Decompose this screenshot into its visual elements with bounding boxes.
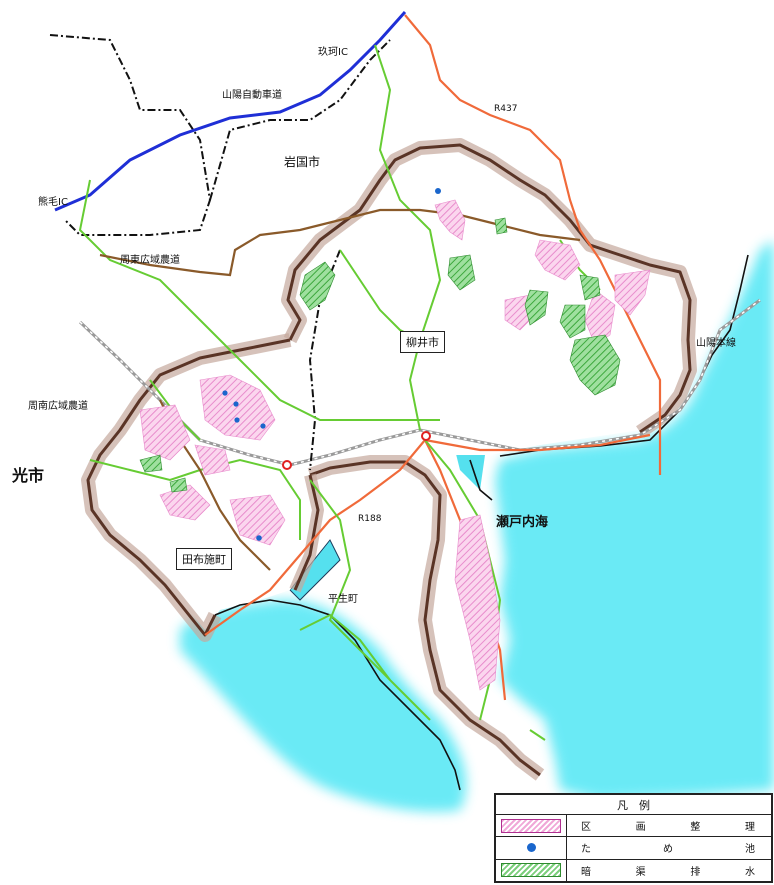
legend-char: 理 [744,822,755,834]
station-marker [282,460,292,470]
label-tabuse: 田布施町 [176,548,232,570]
legend-anky-haisui: 暗 渠 排 水 [566,858,772,883]
pond-dot [260,423,266,429]
station-markers [282,431,431,470]
legend-char: 排 [690,866,701,878]
legend-char: 渠 [635,866,646,878]
station-marker [421,431,431,441]
label-kumage-ic: 熊毛IC [38,195,68,208]
pond-dot [222,390,228,396]
label-kuga-ic: 玖珂IC [318,45,348,58]
kukaku-seiri-swatch [501,818,561,833]
label-hikari: 光市 [11,466,44,485]
legend-char: 池 [745,844,755,856]
pond-dot [233,401,239,407]
pond-dot [256,535,262,541]
legend-char: 画 [635,822,646,834]
tameike-dot-icon [526,842,536,852]
label-r437: R437 [494,104,517,114]
anky-haisui-areas [139,217,621,493]
legend-title: 凡 例 [495,794,772,815]
label-r188: R188 [358,514,382,524]
tameike-ponds [222,188,441,541]
anky-haisui-swatch [501,863,561,878]
legend-char: 暗 [581,866,591,878]
legend-char: 区 [581,822,591,834]
label-yanai: 柳井市 [400,331,445,353]
legend-char: た [581,844,591,856]
label-shunan-farm-road: 周南広域農道 [28,399,88,412]
label-iwakuni: 岩国市 [284,154,320,169]
label-sanyo-expressway: 山陽自動車道 [222,88,282,101]
legend-tameike: た め 池 [566,836,772,860]
label-sanyo-line: 山陽本線 [696,336,736,349]
label-shuto-farm-road: 周東広域農道 [120,253,180,266]
legend: 凡 例 区 画 整 理 た め 池 [494,793,773,883]
legend-kukaku-seiri: 区 画 整 理 [566,813,772,838]
expressway-sanyo [54,11,407,212]
pond-dot [234,417,240,423]
kukaku-seiri-areas [139,199,651,691]
label-setonaikai: 瀬戸内海 [496,514,548,530]
legend-char: 整 [690,822,701,834]
pond-dot [435,188,441,194]
legend-char: 水 [744,866,755,878]
label-hirao: 平生町 [328,592,358,605]
municipal-boundary [81,138,697,781]
legend-char: め [663,844,673,856]
